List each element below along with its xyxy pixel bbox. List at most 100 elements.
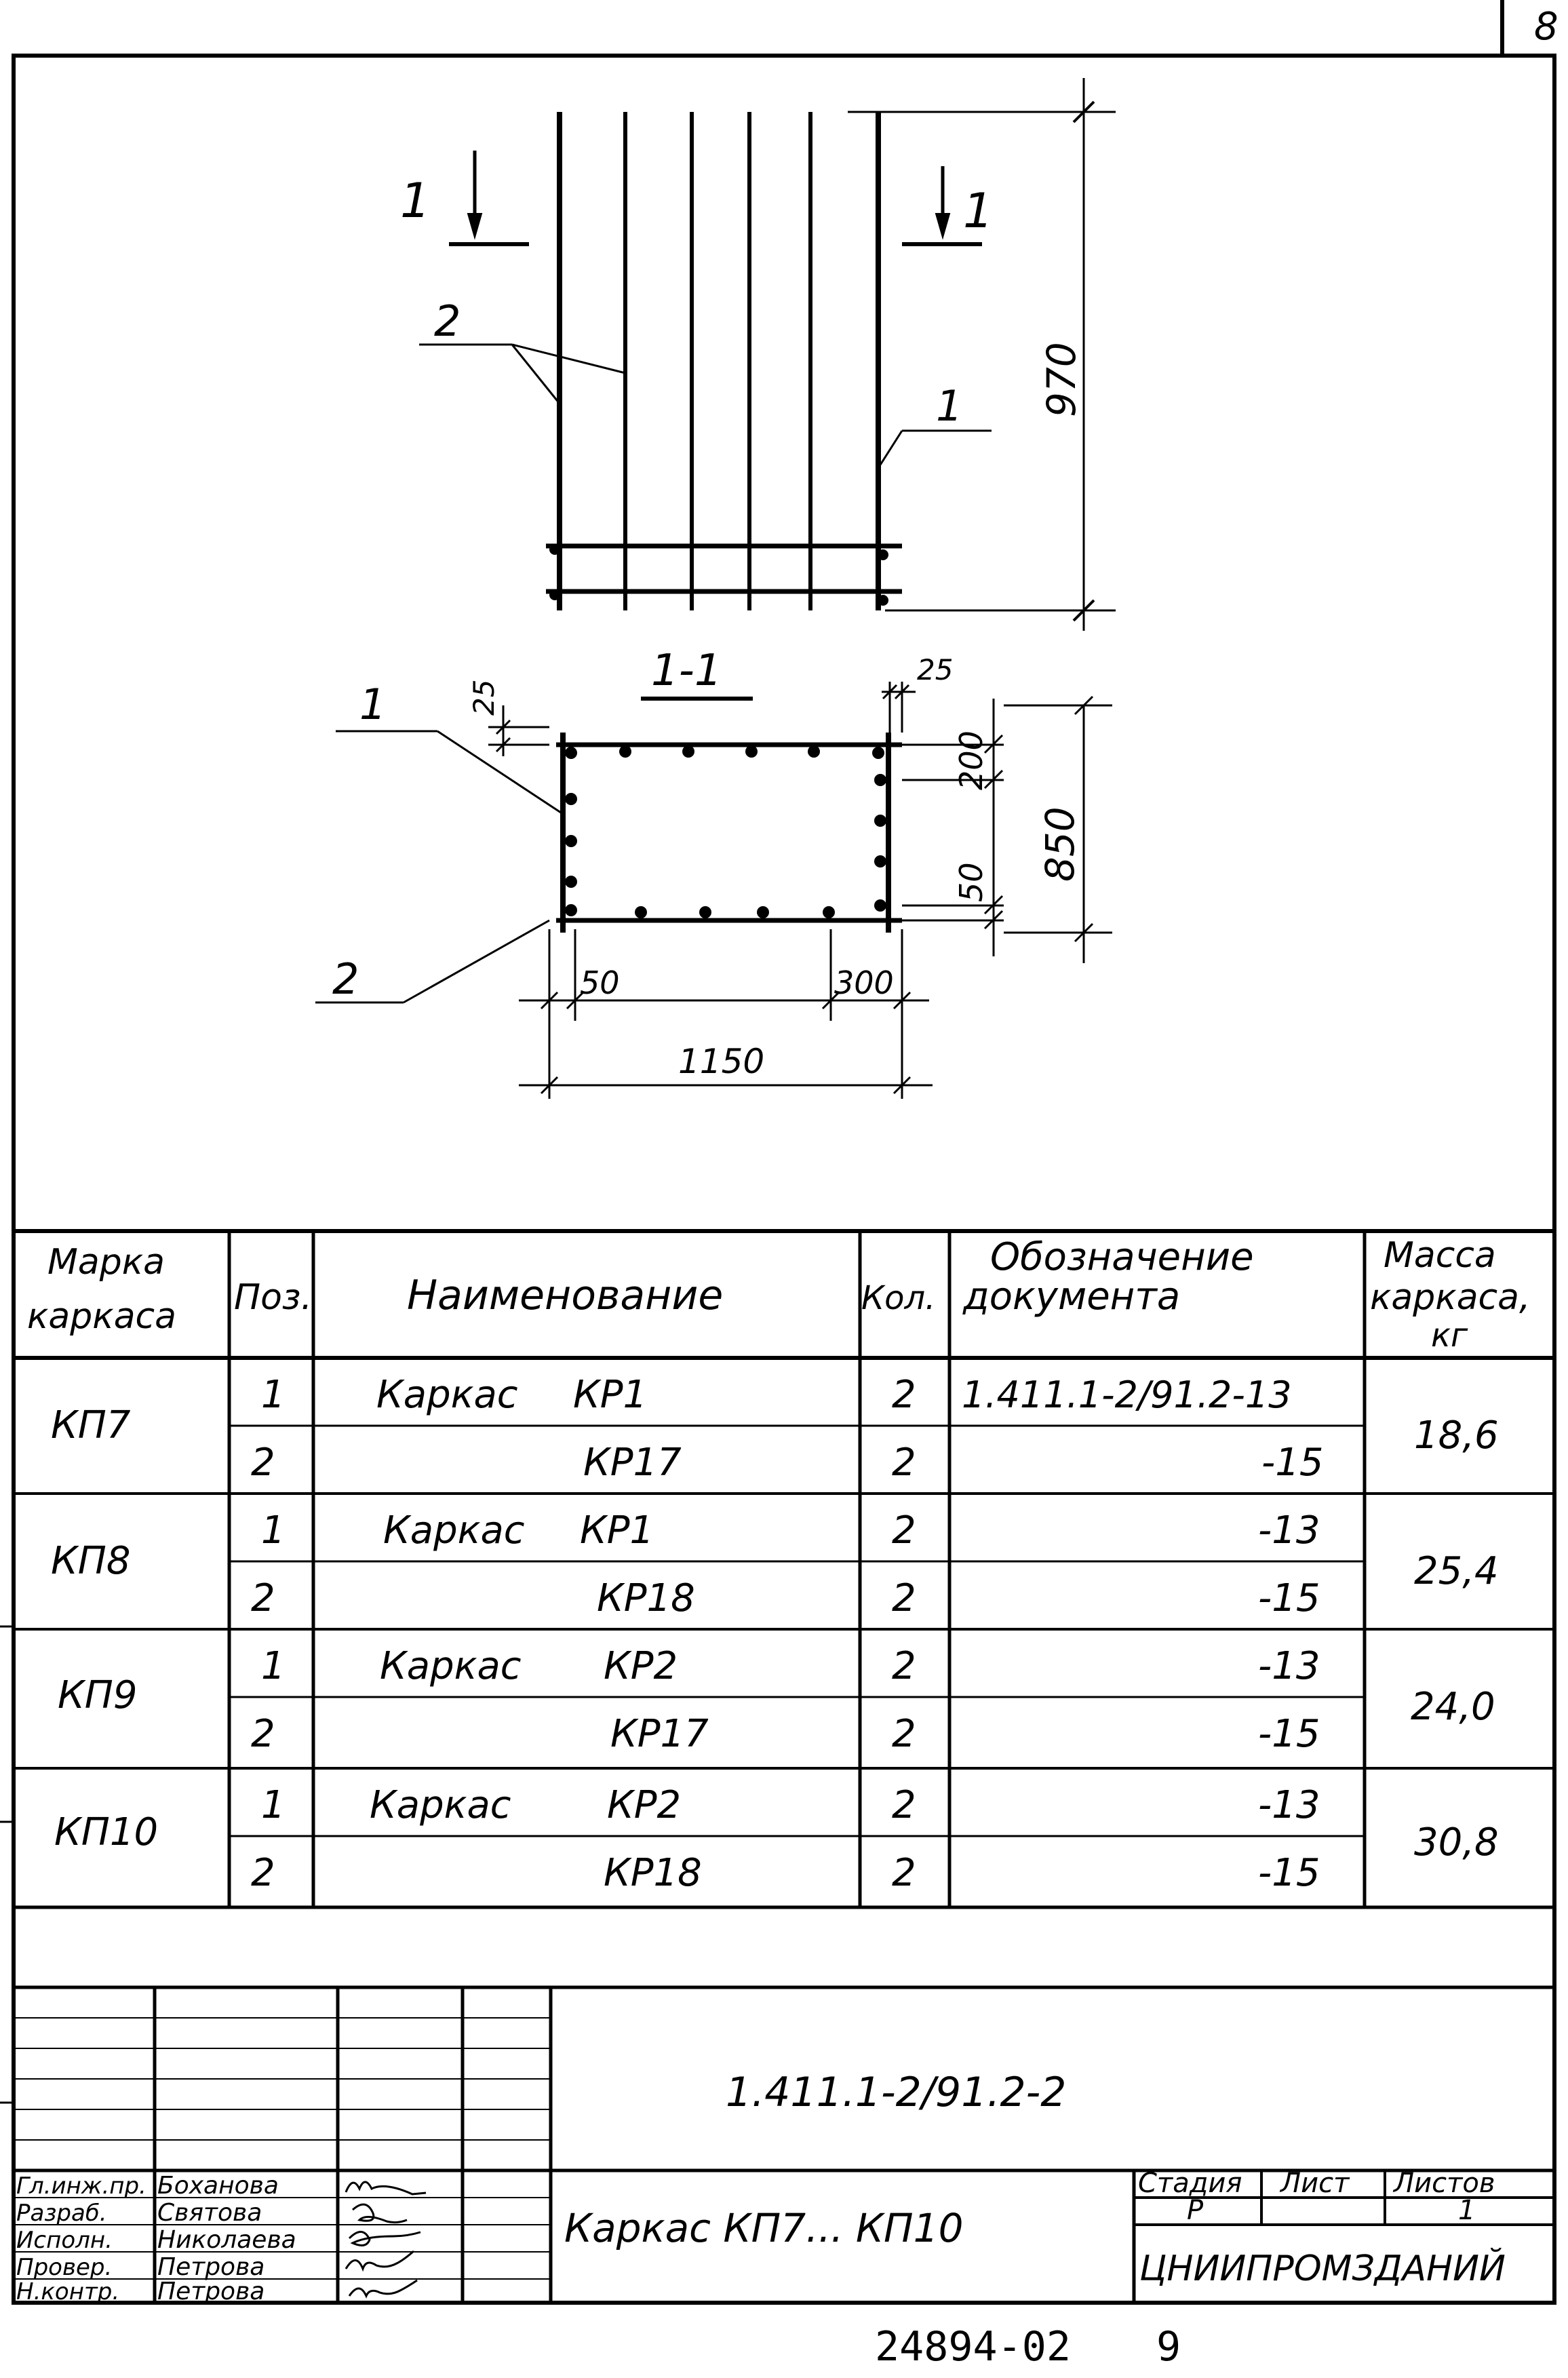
header-mark-line1: Марка — [47, 1242, 165, 1283]
role-name: Петрова — [157, 2278, 264, 2305]
dimension-25-right: 25 — [917, 653, 953, 686]
signature — [345, 2250, 414, 2272]
row-pos: 1 — [261, 1644, 286, 1688]
section-position-label-1: 1 — [359, 680, 386, 729]
position-label-1: 1 — [936, 381, 962, 431]
sheets-label: Листов — [1392, 2168, 1495, 2199]
row-pos: 2 — [251, 1441, 275, 1485]
row-name-prefix: Каркас — [370, 1783, 511, 1827]
dimension-300: 300 — [834, 964, 894, 1001]
row-qty: 2 — [892, 1576, 916, 1620]
row-pos: 2 — [251, 1576, 275, 1620]
row-name-code: КР1 — [573, 1373, 647, 1417]
signature — [348, 2231, 421, 2247]
row-doc: -15 — [1258, 1576, 1320, 1620]
dimension-200: 200 — [953, 730, 989, 790]
header-mass-line1: Масса — [1384, 1235, 1496, 1276]
header-qty: Кол. — [861, 1279, 935, 1317]
header-mark-line2: каркаса — [27, 1296, 176, 1337]
row-pos: 1 — [261, 1508, 286, 1553]
dimension-50-bottom: 50 — [580, 964, 620, 1001]
row-pos: 1 — [261, 1783, 286, 1827]
row-doc: -13 — [1258, 1644, 1320, 1688]
section-position-label-2: 2 — [332, 954, 359, 1004]
position-label-2: 2 — [434, 296, 460, 346]
row-name-code: КР17 — [583, 1441, 682, 1485]
header-doc-line1: Обозначение — [990, 1235, 1254, 1279]
row-name-prefix: Каркас — [376, 1373, 518, 1417]
group-mark: КП10 — [54, 1810, 158, 1854]
section-marker-right-label: 1 — [963, 183, 994, 239]
dimension-970: 970 — [1038, 342, 1084, 417]
group-mark: КП8 — [51, 1539, 131, 1583]
row-name-code: КР1 — [580, 1508, 654, 1553]
row-doc: -13 — [1258, 1783, 1320, 1827]
row-qty: 2 — [892, 1373, 916, 1417]
bottom-index: 9 — [1156, 2323, 1181, 2371]
role-label: Разраб. — [16, 2200, 107, 2227]
organization-name: ЦНИИПРОМЗДАНИЙ — [1139, 2248, 1506, 2289]
row-doc: -15 — [1261, 1441, 1323, 1485]
row-name-code: КР18 — [597, 1576, 695, 1620]
row-qty: 2 — [892, 1783, 916, 1827]
row-qty: 2 — [892, 1508, 916, 1553]
group-mark: КП9 — [58, 1673, 138, 1717]
signature — [351, 2203, 408, 2224]
role-label: Провер. — [16, 2254, 112, 2281]
role-label: Н.контр. — [16, 2278, 119, 2305]
sheets-value: 1 — [1458, 2195, 1475, 2226]
row-doc: -13 — [1258, 1508, 1320, 1553]
role-label: Исполн. — [16, 2227, 113, 2254]
role-name: Боханова — [157, 2172, 279, 2200]
role-name: Петрова — [157, 2253, 264, 2281]
document-code: 1.411.1-2/91.2-2 — [726, 2069, 1066, 2116]
drawing-frame — [12, 54, 1556, 2305]
group-mass: 24,0 — [1411, 1685, 1495, 1729]
row-qty: 2 — [892, 1712, 916, 1756]
stage-label: Стадия — [1138, 2168, 1242, 2199]
section-marker-left-label: 1 — [400, 173, 431, 229]
row-qty: 2 — [892, 1644, 916, 1688]
signature — [345, 2181, 427, 2196]
row-name-prefix: Каркас — [383, 1508, 525, 1553]
header-name: Наименование — [407, 1272, 723, 1319]
row-name-code: КР2 — [607, 1783, 681, 1827]
row-doc: 1.411.1-2/91.2-13 — [962, 1373, 1292, 1416]
signature — [348, 2279, 418, 2299]
row-doc: -15 — [1258, 1712, 1320, 1756]
page-number: 8 — [1534, 5, 1559, 49]
dimension-1150: 1150 — [678, 1042, 764, 1081]
group-mass: 25,4 — [1414, 1549, 1499, 1593]
row-qty: 2 — [892, 1851, 916, 1895]
section-1-1 — [315, 682, 1112, 1099]
row-pos: 2 — [251, 1712, 275, 1756]
row-name-code: КР17 — [610, 1712, 709, 1756]
group-mass: 18,6 — [1414, 1414, 1499, 1458]
signature-marks — [345, 2181, 427, 2299]
stage-value: Р — [1187, 2195, 1204, 2226]
bottom-inventory-number: 24894-02 — [875, 2323, 1071, 2371]
title-block-grid — [14, 1987, 1554, 2303]
sheet-label: Лист — [1279, 2168, 1350, 2199]
header-pos: Поз. — [234, 1277, 312, 1318]
specification-table-grid — [14, 1229, 1554, 1989]
dimension-50-right: 50 — [953, 862, 989, 902]
row-qty: 2 — [892, 1441, 916, 1485]
header-mass-line3: кг — [1431, 1317, 1468, 1354]
section-title: 1-1 — [651, 646, 722, 696]
role-label: Гл.инж.пр. — [16, 2172, 146, 2200]
group-mark: КП7 — [51, 1403, 131, 1447]
row-name-code: КР2 — [604, 1644, 678, 1688]
header-doc-line2: документа — [962, 1274, 1180, 1319]
role-name: Святова — [157, 2199, 262, 2227]
elevation-view — [419, 78, 1116, 631]
dimension-25-left: 25 — [467, 680, 501, 716]
row-name-prefix: Каркас — [380, 1644, 522, 1688]
role-name: Николаева — [157, 2226, 296, 2254]
row-name-code: КР18 — [604, 1851, 702, 1895]
row-pos: 1 — [261, 1373, 286, 1417]
row-pos: 2 — [251, 1851, 275, 1895]
group-mass: 30,8 — [1414, 1820, 1499, 1865]
drawing-title: Каркас КП7... КП10 — [564, 2205, 963, 2251]
